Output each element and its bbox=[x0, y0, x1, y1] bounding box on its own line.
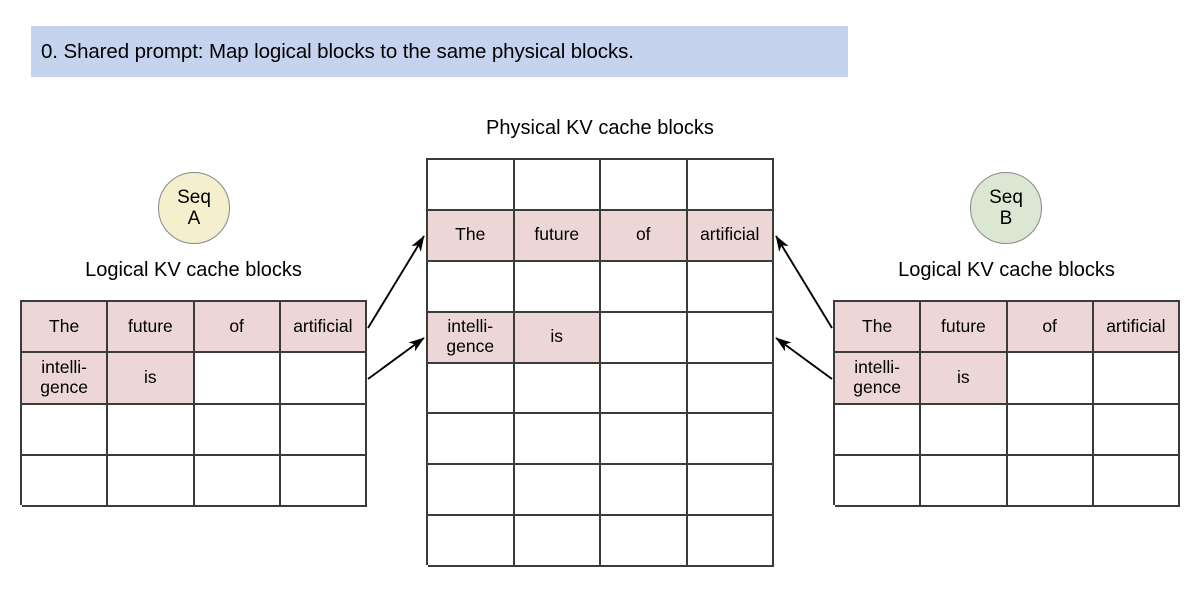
kv-block-r2-c2: is bbox=[921, 353, 1008, 405]
kv-block-r2-c4 bbox=[1093, 353, 1180, 405]
kv-block-r1-c2 bbox=[514, 160, 601, 211]
kv-block-r4-c4 bbox=[1093, 455, 1180, 507]
kv-block-r1-c4 bbox=[687, 160, 774, 211]
kv-block-r3-c4 bbox=[687, 261, 774, 313]
kv-block-r2-c1: The bbox=[428, 210, 515, 262]
arrow-a-row1-to-physical-row2 bbox=[367, 235, 425, 329]
kv-block-r1-c3: of bbox=[1007, 302, 1094, 354]
kv-block-r3-c3 bbox=[1007, 404, 1094, 456]
seq-a-label-line1: Seq bbox=[177, 186, 211, 208]
seq-b-badge: Seq B bbox=[970, 172, 1042, 244]
kv-block-r1-c1 bbox=[428, 160, 515, 211]
kv-block-r3-c1 bbox=[835, 404, 922, 456]
kv-block-r4-c2 bbox=[108, 455, 195, 507]
kv-block-r1-c1: The bbox=[835, 302, 922, 354]
kv-block-r1-c4: artificial bbox=[1093, 302, 1180, 354]
kv-block-r4-c2 bbox=[921, 455, 1008, 507]
kv-block-r3-c3 bbox=[194, 404, 281, 456]
kv-block-r2-c1: intelli- gence bbox=[835, 353, 922, 405]
kv-block-r4-c2: is bbox=[514, 312, 601, 364]
kv-block-r8-c2 bbox=[514, 516, 601, 567]
kv-block-r1-c3: of bbox=[194, 302, 281, 354]
seq-b-label-line2: B bbox=[999, 208, 1013, 229]
kv-block-r1-c3 bbox=[601, 160, 688, 211]
seq-b-label-line1: Seq bbox=[989, 186, 1023, 208]
kv-block-r8-c3 bbox=[601, 516, 688, 567]
kv-block-r1-c2: future bbox=[108, 302, 195, 354]
kv-block-r6-c3 bbox=[601, 414, 688, 466]
kv-block-r4-c1: intelli- gence bbox=[428, 312, 515, 364]
kv-block-r2-c3 bbox=[1007, 353, 1094, 405]
kv-block-r3-c1 bbox=[428, 261, 515, 313]
kv-block-r6-c2 bbox=[514, 414, 601, 466]
kv-block-r7-c1 bbox=[428, 465, 515, 517]
kv-block-r5-c2 bbox=[514, 363, 601, 415]
kv-block-r5-c4 bbox=[687, 363, 774, 415]
kv-block-r6-c4 bbox=[687, 414, 774, 466]
kv-block-r3-c4 bbox=[280, 404, 367, 456]
kv-block-r3-c2 bbox=[921, 404, 1008, 456]
kv-block-r2-c3 bbox=[194, 353, 281, 405]
kv-block-r4-c3 bbox=[601, 312, 688, 364]
kv-block-r7-c2 bbox=[514, 465, 601, 517]
logical-blocks-caption-b: Logical KV cache blocks bbox=[898, 259, 1115, 281]
kv-block-r4-c1 bbox=[22, 455, 109, 507]
kv-block-r7-c4 bbox=[687, 465, 774, 517]
kv-block-r7-c3 bbox=[601, 465, 688, 517]
kv-block-r3-c2 bbox=[108, 404, 195, 456]
arrow-a-row2-to-physical-row4 bbox=[367, 337, 425, 380]
kv-block-r3-c1 bbox=[22, 404, 109, 456]
kv-block-r2-c1: intelli- gence bbox=[22, 353, 109, 405]
kv-block-r2-c4: artificial bbox=[687, 210, 774, 262]
kv-block-r2-c2: future bbox=[514, 210, 601, 262]
arrow-b-row2-to-physical-row4 bbox=[775, 337, 833, 380]
kv-block-r5-c1 bbox=[428, 363, 515, 415]
kv-block-r2-c2: is bbox=[108, 353, 195, 405]
kv-block-r3-c4 bbox=[1093, 404, 1180, 456]
kv-block-r3-c2 bbox=[514, 261, 601, 313]
kv-block-r4-c4 bbox=[280, 455, 367, 507]
shared-prompt-text: 0. Shared prompt: Map logical blocks to … bbox=[41, 39, 634, 63]
kv-block-r3-c3 bbox=[601, 261, 688, 313]
logical-blocks-caption-a: Logical KV cache blocks bbox=[85, 259, 302, 281]
seq-a-label-line2: A bbox=[187, 208, 201, 229]
physical-blocks-caption: Physical KV cache blocks bbox=[486, 117, 714, 139]
kv-block-r1-c2: future bbox=[921, 302, 1008, 354]
kv-block-r4-c1 bbox=[835, 455, 922, 507]
kv-block-r2-c3: of bbox=[601, 210, 688, 262]
shared-prompt-banner: 0. Shared prompt: Map logical blocks to … bbox=[31, 26, 848, 77]
kv-block-r4-c3 bbox=[194, 455, 281, 507]
seq-a-badge: Seq A bbox=[158, 172, 230, 244]
kv-block-r8-c1 bbox=[428, 516, 515, 567]
kv-block-r1-c4: artificial bbox=[280, 302, 367, 354]
kv-block-r8-c4 bbox=[687, 516, 774, 567]
kv-block-r2-c4 bbox=[280, 353, 367, 405]
arrow-b-row1-to-physical-row2 bbox=[775, 235, 833, 329]
kv-block-r5-c3 bbox=[601, 363, 688, 415]
kv-block-r6-c1 bbox=[428, 414, 515, 466]
kv-block-r1-c1: The bbox=[22, 302, 109, 354]
kv-block-r4-c3 bbox=[1007, 455, 1094, 507]
kv-block-r4-c4 bbox=[687, 312, 774, 364]
